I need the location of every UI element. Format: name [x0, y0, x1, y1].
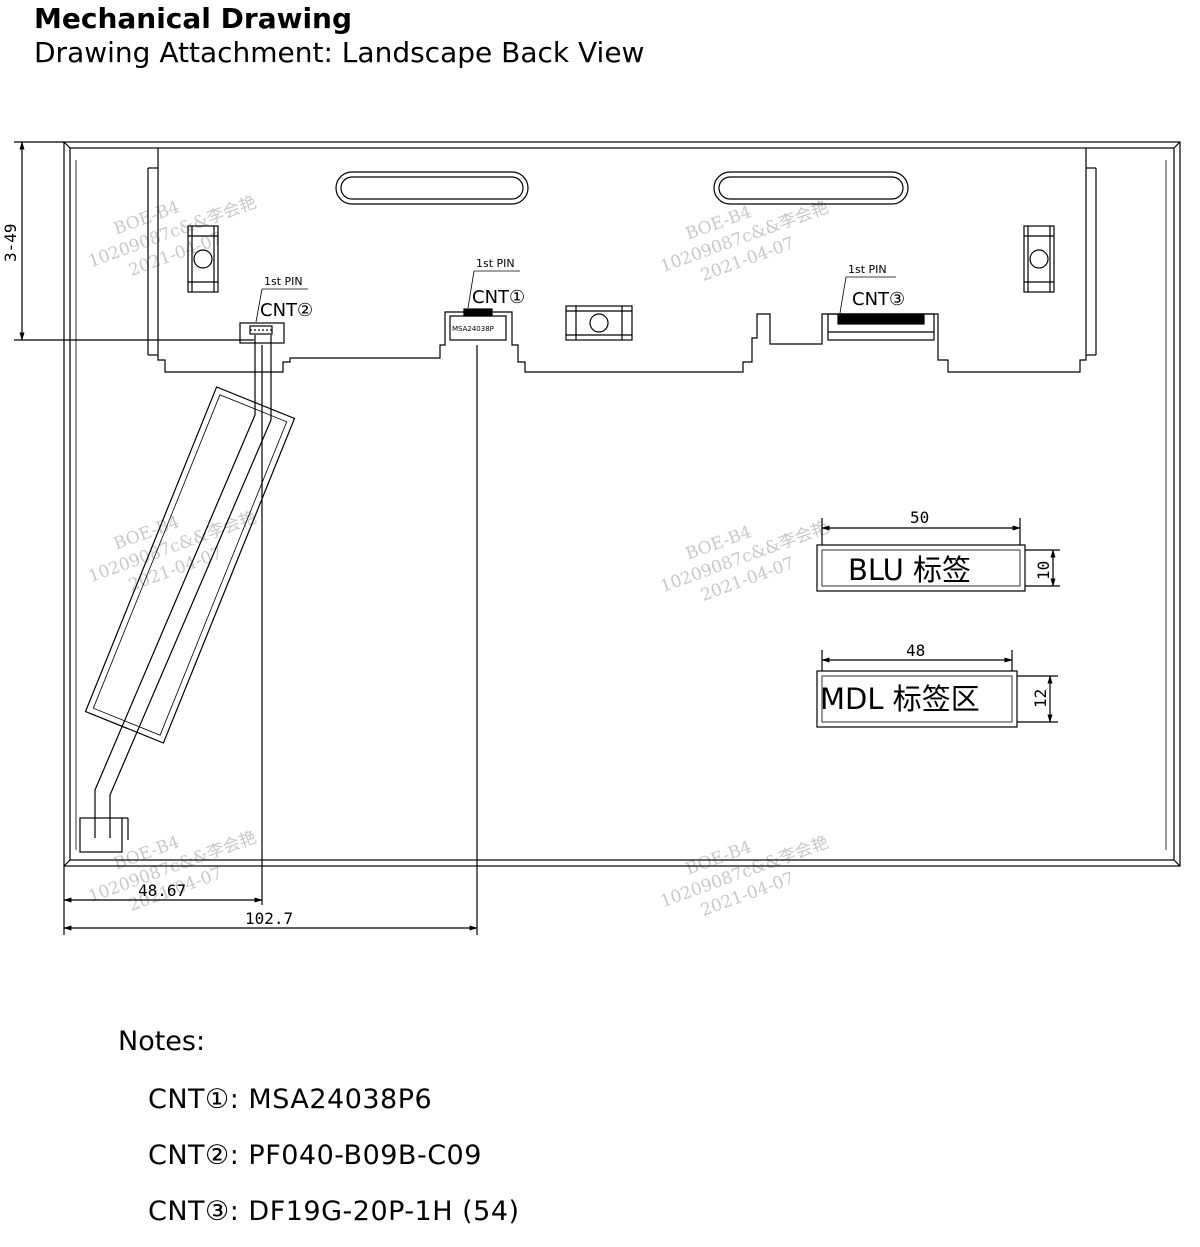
connector-cnt2	[239, 322, 285, 344]
notes-section: Notes:	[118, 1026, 205, 1079]
dim-blu-height: 10	[1034, 561, 1053, 580]
page-title: Mechanical Drawing	[34, 2, 353, 35]
blu-label-area	[816, 518, 1060, 592]
backplate-outline	[157, 148, 1087, 373]
mdl-label-area	[816, 650, 1058, 728]
note-item: CNT①: MSA24038P6	[148, 1084, 433, 1115]
dim-mdl-width: 48	[906, 641, 925, 660]
mounting-slot-right	[713, 171, 909, 205]
dim-long: 102.7	[245, 909, 293, 928]
mechanical-drawing: BOE-B4 10209087c&&李会艳 2021-04-07 BOE-B4 …	[1, 141, 1181, 935]
screw-boss-center	[565, 305, 633, 341]
dimension-vertical-left	[14, 141, 254, 341]
note-item: CNT②: PF040-B09B-C09	[148, 1140, 482, 1171]
panel-inner-outline	[69, 147, 1175, 861]
dim-blu-width: 50	[910, 508, 929, 527]
connector-cnt3	[827, 313, 935, 341]
blu-label-text: BLU 标签	[848, 553, 971, 587]
page-subtitle: Drawing Attachment: Landscape Back View	[34, 36, 645, 69]
cnt2-pin-label: 1st PIN	[264, 275, 303, 288]
flex-cable	[79, 335, 272, 853]
dim-short: 48.67	[138, 881, 186, 900]
panel-outline	[63, 141, 1181, 867]
dim-vertical-left: 3-49	[1, 223, 20, 262]
mdl-label-text: MDL 标签区	[820, 682, 980, 716]
tilted-board	[84, 386, 296, 744]
connector-cnt1	[449, 308, 507, 341]
cnt1-part-marking: MSA24038P	[452, 325, 494, 333]
dimension-bottom-short	[63, 345, 263, 935]
screw-boss-right	[1023, 225, 1055, 293]
dimension-bottom-long	[63, 345, 478, 935]
dim-mdl-height: 12	[1031, 689, 1050, 708]
note-item: CNT③: DF19G-20P-1H (54)	[148, 1196, 520, 1227]
cnt1-label: CNT①	[472, 287, 525, 308]
cnt3-pin-label: 1st PIN	[848, 263, 887, 276]
cnt2-label: CNT②	[260, 300, 313, 321]
cnt3-label: CNT③	[852, 289, 905, 310]
mounting-slot-left	[335, 171, 529, 205]
notes-title: Notes:	[118, 1026, 206, 1057]
screw-boss-left	[187, 225, 219, 293]
cnt1-pin-label: 1st PIN	[476, 257, 515, 270]
